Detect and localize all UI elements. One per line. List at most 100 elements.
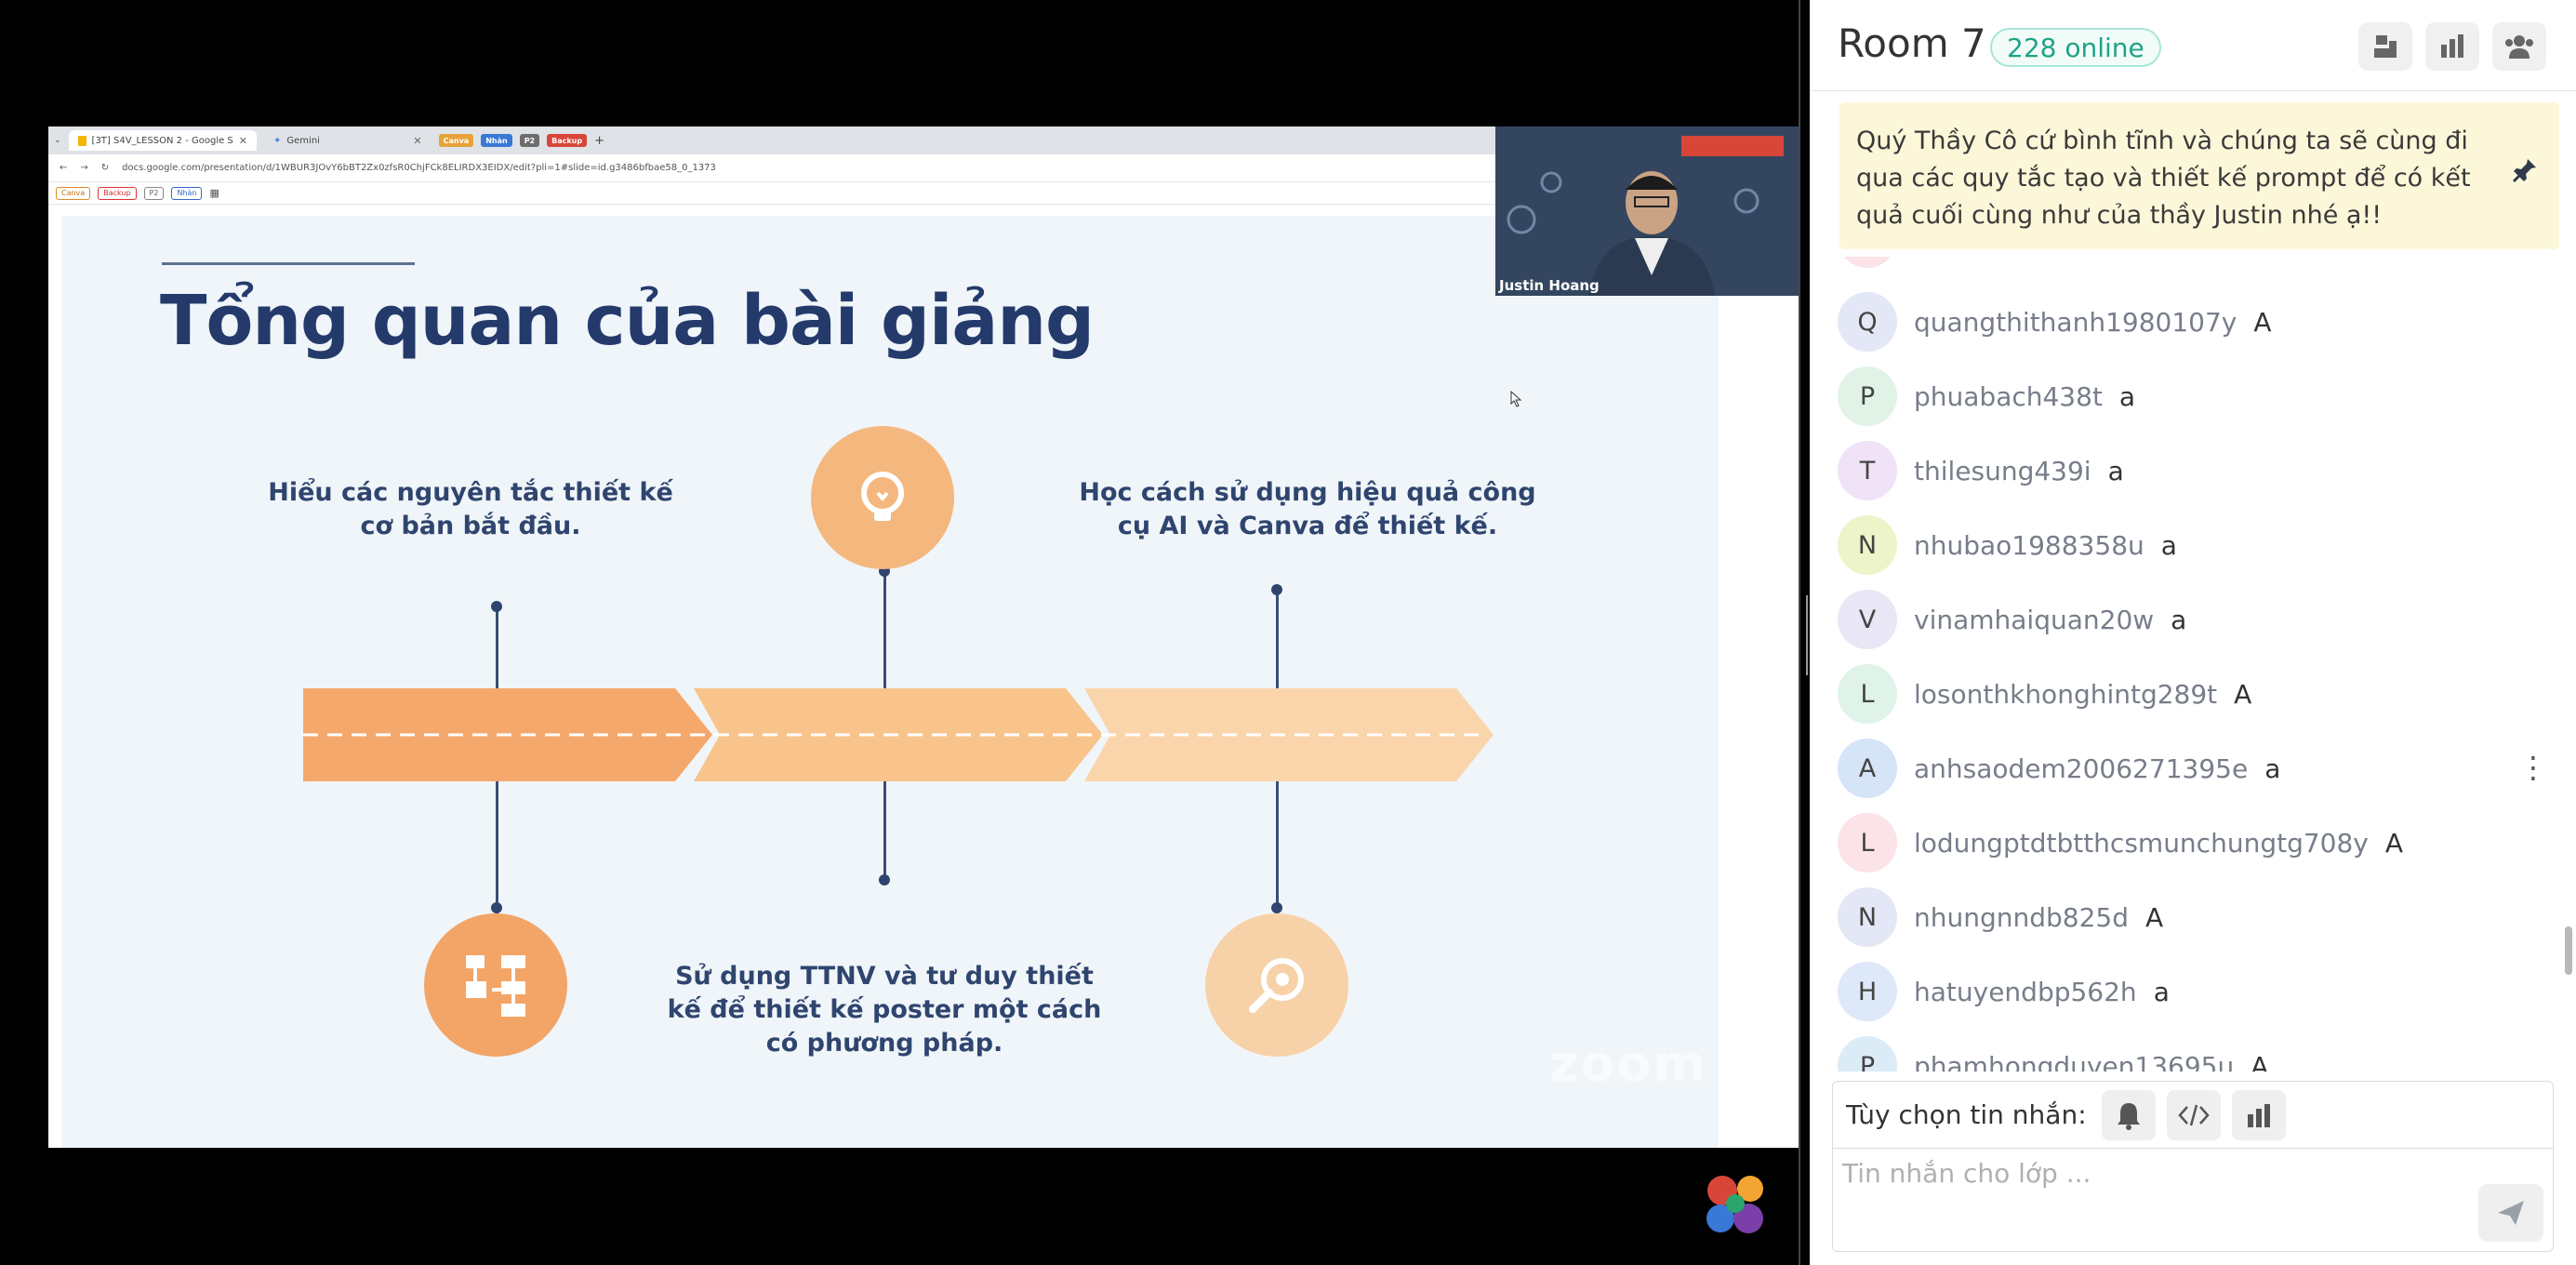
timeline-arrows xyxy=(303,688,1494,781)
message-text: A xyxy=(2234,678,2252,710)
username[interactable]: quangthithanh1980107y xyxy=(1914,306,2237,338)
message-menu-icon[interactable]: ⋮ xyxy=(2518,750,2548,785)
username[interactable]: anhsaodem2006271395e xyxy=(1914,752,2249,784)
chat-message[interactable]: N nhungnndb825d A xyxy=(1838,880,2163,954)
chat-message[interactable]: H hatuyendbp562h a xyxy=(1838,954,2170,1029)
chat-message[interactable]: L lodungptdtbtthcsmunchungtg708y A xyxy=(1838,806,2403,880)
flowchart-circle xyxy=(424,913,567,1057)
chat-message[interactable]: P phuabach438t a xyxy=(1838,359,2135,433)
chat-message[interactable]: Q quangthithanh1980107y A xyxy=(1838,285,2272,359)
username[interactable]: hatuyendbp562h xyxy=(1914,976,2137,1007)
tab-chip-canva[interactable]: Canva xyxy=(438,134,474,147)
message-text: A xyxy=(2384,827,2404,859)
chat-message[interactable]: V vinamhaiquan20w a xyxy=(1838,582,2186,657)
back-icon[interactable]: ← xyxy=(60,163,68,173)
reload-icon[interactable]: ↻ xyxy=(100,163,110,173)
message-input[interactable] xyxy=(1842,1158,2456,1242)
avatar: H xyxy=(1838,962,1897,1021)
app-logo xyxy=(1706,1176,1763,1233)
layout-button[interactable] xyxy=(2358,22,2412,71)
avatar-initial: P xyxy=(1859,1051,1876,1072)
avatar-initial: V xyxy=(1858,605,1877,634)
code-button[interactable] xyxy=(2166,1089,2221,1140)
close-icon[interactable]: ✕ xyxy=(413,134,422,147)
tab-chip-nhan[interactable]: Nhàn xyxy=(481,134,512,147)
participants-button[interactable] xyxy=(2492,22,2546,71)
connector-dot-3-top xyxy=(1271,584,1282,595)
message-composer xyxy=(1832,1148,2554,1252)
chat-message[interactable]: A anhsaodem2006271395e a xyxy=(1838,731,2280,806)
notify-button[interactable] xyxy=(2101,1089,2156,1140)
pinned-message-text: Quý Thầy Cô cứ bình tĩnh và chúng ta sẽ … xyxy=(1856,126,2471,230)
timeline-arrow-3 xyxy=(1084,688,1494,781)
message-text: A xyxy=(2145,901,2164,933)
url-text[interactable]: docs.google.com/presentation/d/1WBUR3JOv… xyxy=(122,163,716,173)
chat-message[interactable]: P phamhongduyen13695u A xyxy=(1838,1029,2268,1072)
avatar-initial: P xyxy=(1859,381,1876,411)
avatar: N xyxy=(1838,515,1897,575)
avatar-initial: T xyxy=(1859,456,1876,486)
online-count-badge: 228 online xyxy=(1990,28,2161,67)
poll-button[interactable] xyxy=(2425,22,2479,71)
slide-canvas: Tổng quan của bài giảng Hiểu các nguyên … xyxy=(61,216,1719,1148)
overview-item-1: Hiểu các nguyên tắc thiết kế cơ bản bắt … xyxy=(268,478,673,540)
message-options-bar: Tùy chọn tin nhắn: xyxy=(1832,1081,2554,1148)
chat-message[interactable]: N nhubao1988358u a xyxy=(1838,508,2177,582)
chat-message[interactable]: T thilesung439i a xyxy=(1838,433,2124,508)
avatar: V xyxy=(1838,590,1897,649)
speaker-video[interactable]: Justin Hoang xyxy=(1495,126,1799,296)
code-icon xyxy=(2177,1104,2210,1125)
panel-header: Room 7 228 online xyxy=(1810,0,2576,91)
message-text: a xyxy=(2153,976,2170,1007)
connector-dot-3-bottom xyxy=(1271,902,1282,913)
browser-tab-slides[interactable]: [3T] S4V_LESSON 2 - Google S ✕ xyxy=(68,130,258,151)
bookmark-backup[interactable]: Backup xyxy=(98,186,137,200)
message-text: a xyxy=(2264,752,2281,784)
username[interactable]: thilesung439i xyxy=(1914,455,2091,486)
avatar-initial: N xyxy=(1857,530,1878,560)
connector-dot-1-bottom xyxy=(491,902,502,913)
message-text: a xyxy=(2171,604,2187,635)
send-button[interactable] xyxy=(2478,1184,2543,1242)
poll-option-button[interactable] xyxy=(2231,1089,2286,1140)
browser-tab-gemini[interactable]: ✦ Gemini ✕ xyxy=(264,130,432,151)
new-tab-icon[interactable]: + xyxy=(594,133,605,148)
bookmark-nhan[interactable]: Nhàn xyxy=(171,186,203,200)
apps-grid-icon[interactable]: ▦ xyxy=(209,187,219,199)
chat-message[interactable]: L losonthkhonghintg289t A xyxy=(1838,657,2251,731)
username[interactable]: phuabach438t xyxy=(1914,380,2103,412)
bookmark-p2[interactable]: P2 xyxy=(143,186,165,200)
pinned-message: Quý Thầy Cô cứ bình tĩnh và chúng ta sẽ … xyxy=(1839,102,2559,249)
username[interactable]: nhungnndb825d xyxy=(1914,901,2130,933)
bookmark-canva[interactable]: Canva xyxy=(56,186,91,200)
forward-icon[interactable]: → xyxy=(80,163,88,173)
username[interactable]: phamhongduyen13695u xyxy=(1914,1050,2235,1072)
lightbulb-icon xyxy=(861,472,904,521)
overview-item-3: Học cách sử dụng hiệu quả công cụ AI và … xyxy=(1079,478,1536,540)
room-title: Room 7 xyxy=(1838,20,1986,66)
message-text: A xyxy=(2253,306,2272,338)
message-text: A xyxy=(2251,1050,2269,1072)
tab-chip-p2[interactable]: P2 xyxy=(519,134,540,147)
slides-icon xyxy=(77,135,86,146)
message-text: a xyxy=(2160,529,2177,561)
close-icon[interactable]: ✕ xyxy=(238,134,248,147)
chevron-down-icon[interactable]: ⌄ xyxy=(54,136,61,145)
avatar-initial: A xyxy=(1858,753,1877,783)
username[interactable]: nhubao1988358u xyxy=(1914,529,2144,561)
username[interactable]: vinamhaiquan20w xyxy=(1914,604,2155,635)
title-underline xyxy=(162,262,415,265)
chat-message-list[interactable]: Q quangthithanh1980107y A P phuabach438t… xyxy=(1810,257,2576,1072)
avatar: T xyxy=(1838,441,1897,500)
browser-tab-label: [3T] S4V_LESSON 2 - Google S xyxy=(91,135,233,146)
pin-icon[interactable] xyxy=(2511,156,2539,184)
username[interactable]: losonthkhonghintg289t xyxy=(1914,678,2218,710)
zoom-watermark: zoom xyxy=(1549,1034,1707,1093)
speaker-background xyxy=(1495,126,1799,296)
message-options-label: Tùy chọn tin nhắn: xyxy=(1846,1099,2087,1130)
tab-chip-backup[interactable]: Backup xyxy=(547,134,588,147)
bar-chart-icon xyxy=(2247,1103,2270,1127)
avatar: L xyxy=(1838,664,1897,724)
scrollbar-thumb[interactable] xyxy=(2565,926,2572,975)
username[interactable]: lodungptdtbtthcsmunchungtg708y xyxy=(1914,827,2369,859)
